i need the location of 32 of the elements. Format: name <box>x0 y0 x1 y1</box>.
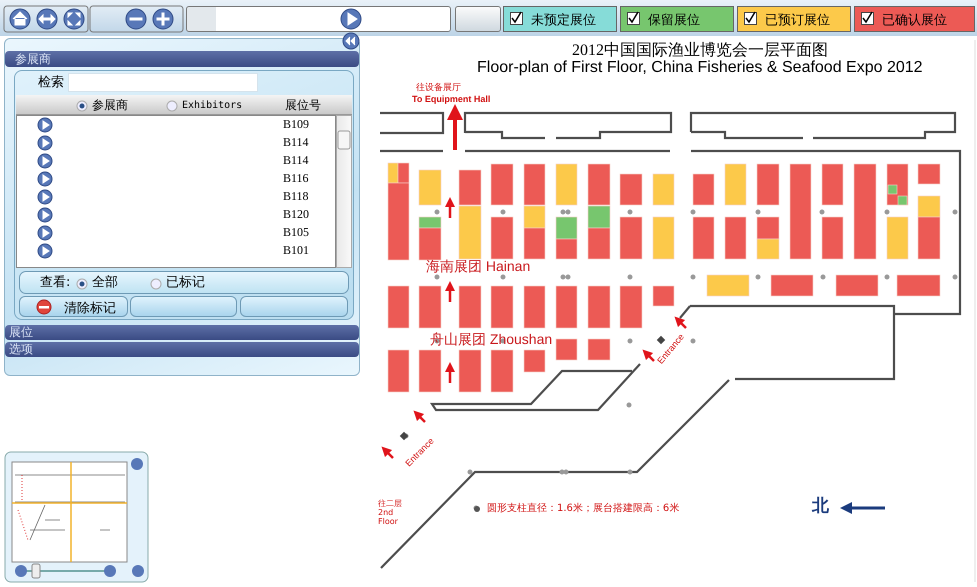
area-label: 舟山展团 Zhoushan <box>430 332 552 348</box>
button-label: 清除标记 <box>64 300 116 317</box>
booth-number: B118 <box>283 190 309 204</box>
section-header: 展位 <box>5 325 359 340</box>
radio-label: 全部 <box>92 276 118 290</box>
legend-label: 已确认展位 <box>882 12 947 29</box>
legend-label: 保留展位 <box>648 12 700 29</box>
search-label: 检索 <box>38 76 64 90</box>
direction-label: 往设备展厅 <box>416 84 461 94</box>
filter-label: 查看: <box>40 276 70 290</box>
booth-number: B116 <box>283 172 309 186</box>
legend-label: 已预订展位 <box>765 12 830 29</box>
booth-number: B109 <box>283 118 310 132</box>
column-header: 展位号 <box>285 99 321 112</box>
radio-label: 参展商 <box>92 99 128 112</box>
compass-label: 北 <box>812 497 829 516</box>
direction-label: To Equipment Hall <box>412 95 490 105</box>
section-header: 选项 <box>5 342 359 357</box>
section-header: 参展商 <box>5 51 359 67</box>
note-text: 圆形支柱直径：1.6米；展台搭建限高：6米 <box>487 503 680 514</box>
legend-label: 未预定展位 <box>531 12 596 29</box>
direction-label: 往二层 2nd Floor <box>378 500 403 526</box>
booth-number: B120 <box>283 208 310 222</box>
area-label: 海南展团 Hainan <box>426 259 530 274</box>
plan-subtitle: Floor-plan of First Floor, China Fisheries & Seafood Expo 2012 <box>477 59 923 77</box>
booth-number: B101 <box>283 244 310 258</box>
booth-number: B114 <box>283 136 309 150</box>
radio-label: 已标记 <box>166 276 205 290</box>
plan-title: 2012中国国际渔业博览会一层平面图 <box>572 42 828 60</box>
booth-number: B105 <box>283 226 310 240</box>
radio-label: Exhibitors <box>182 100 242 111</box>
booth-number: B114 <box>283 154 309 168</box>
